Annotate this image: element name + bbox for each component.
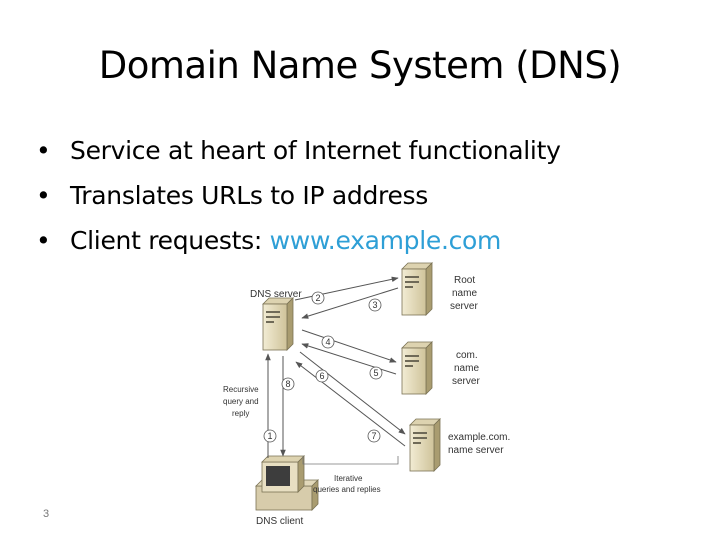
example-label-line: example.com.	[448, 432, 510, 443]
root-label-line: server	[450, 301, 478, 312]
svg-text:8: 8	[285, 379, 290, 389]
svg-text:1: 1	[267, 431, 272, 441]
example-server-icon	[409, 418, 441, 472]
dns-server-icon	[262, 297, 294, 351]
step-circle: 6	[315, 369, 329, 383]
step-circle: 5	[369, 366, 383, 380]
recursive-label-line: reply	[232, 409, 249, 418]
bullet-list: • Service at heart of Internet functional…	[36, 134, 561, 269]
svg-text:7: 7	[371, 431, 376, 441]
step-circle: 3	[368, 298, 382, 312]
root-label-line: name	[452, 288, 477, 299]
com-server-icon	[401, 341, 433, 395]
svg-text:3: 3	[372, 300, 377, 310]
bullet-dot: •	[36, 226, 51, 255]
bullet-text: Translates URLs to IP address	[70, 181, 429, 210]
iterative-label-line: Iterative	[334, 474, 363, 483]
bullet-dot: •	[36, 181, 51, 210]
bullet-text: Client requests:	[70, 226, 270, 255]
step-circle: 2	[311, 291, 325, 305]
com-label-line: server	[452, 376, 480, 387]
slide-title: Domain Name System (DNS)	[98, 44, 622, 87]
iterative-bracket	[302, 456, 399, 465]
root-label-line: Root	[454, 275, 475, 286]
step-circle: 7	[367, 429, 381, 443]
dns-server-label: DNS server	[250, 289, 302, 300]
bullet-item: • Client requests: www.example.com	[36, 224, 561, 269]
iterative-label-line: queries and replies	[313, 485, 381, 494]
svg-text:5: 5	[373, 368, 378, 378]
recursive-label-line: query and	[223, 397, 259, 406]
svg-text:2: 2	[315, 293, 320, 303]
step-circle: 1	[263, 429, 277, 443]
root-server-icon	[401, 262, 433, 316]
svg-text:4: 4	[325, 337, 330, 347]
com-label-line: com.	[456, 350, 478, 361]
com-label-line: name	[454, 363, 479, 374]
bullet-item: • Translates URLs to IP address	[36, 179, 561, 224]
recursive-label-line: Recursive	[223, 385, 259, 394]
step-circle: 4	[321, 335, 335, 349]
slide-number: 3	[43, 508, 50, 520]
bullet-text: Service at heart of Internet functionali…	[70, 136, 561, 165]
step-circle: 8	[281, 377, 295, 391]
bullet-dot: •	[36, 136, 51, 165]
svg-text:6: 6	[319, 371, 324, 381]
example-url-link[interactable]: www.example.com	[269, 226, 502, 255]
bullet-item: • Service at heart of Internet functional…	[36, 134, 561, 179]
desktop-computer-icon	[255, 455, 319, 511]
example-label-line: name server	[448, 445, 504, 456]
dns-client-label: DNS client	[256, 516, 303, 527]
